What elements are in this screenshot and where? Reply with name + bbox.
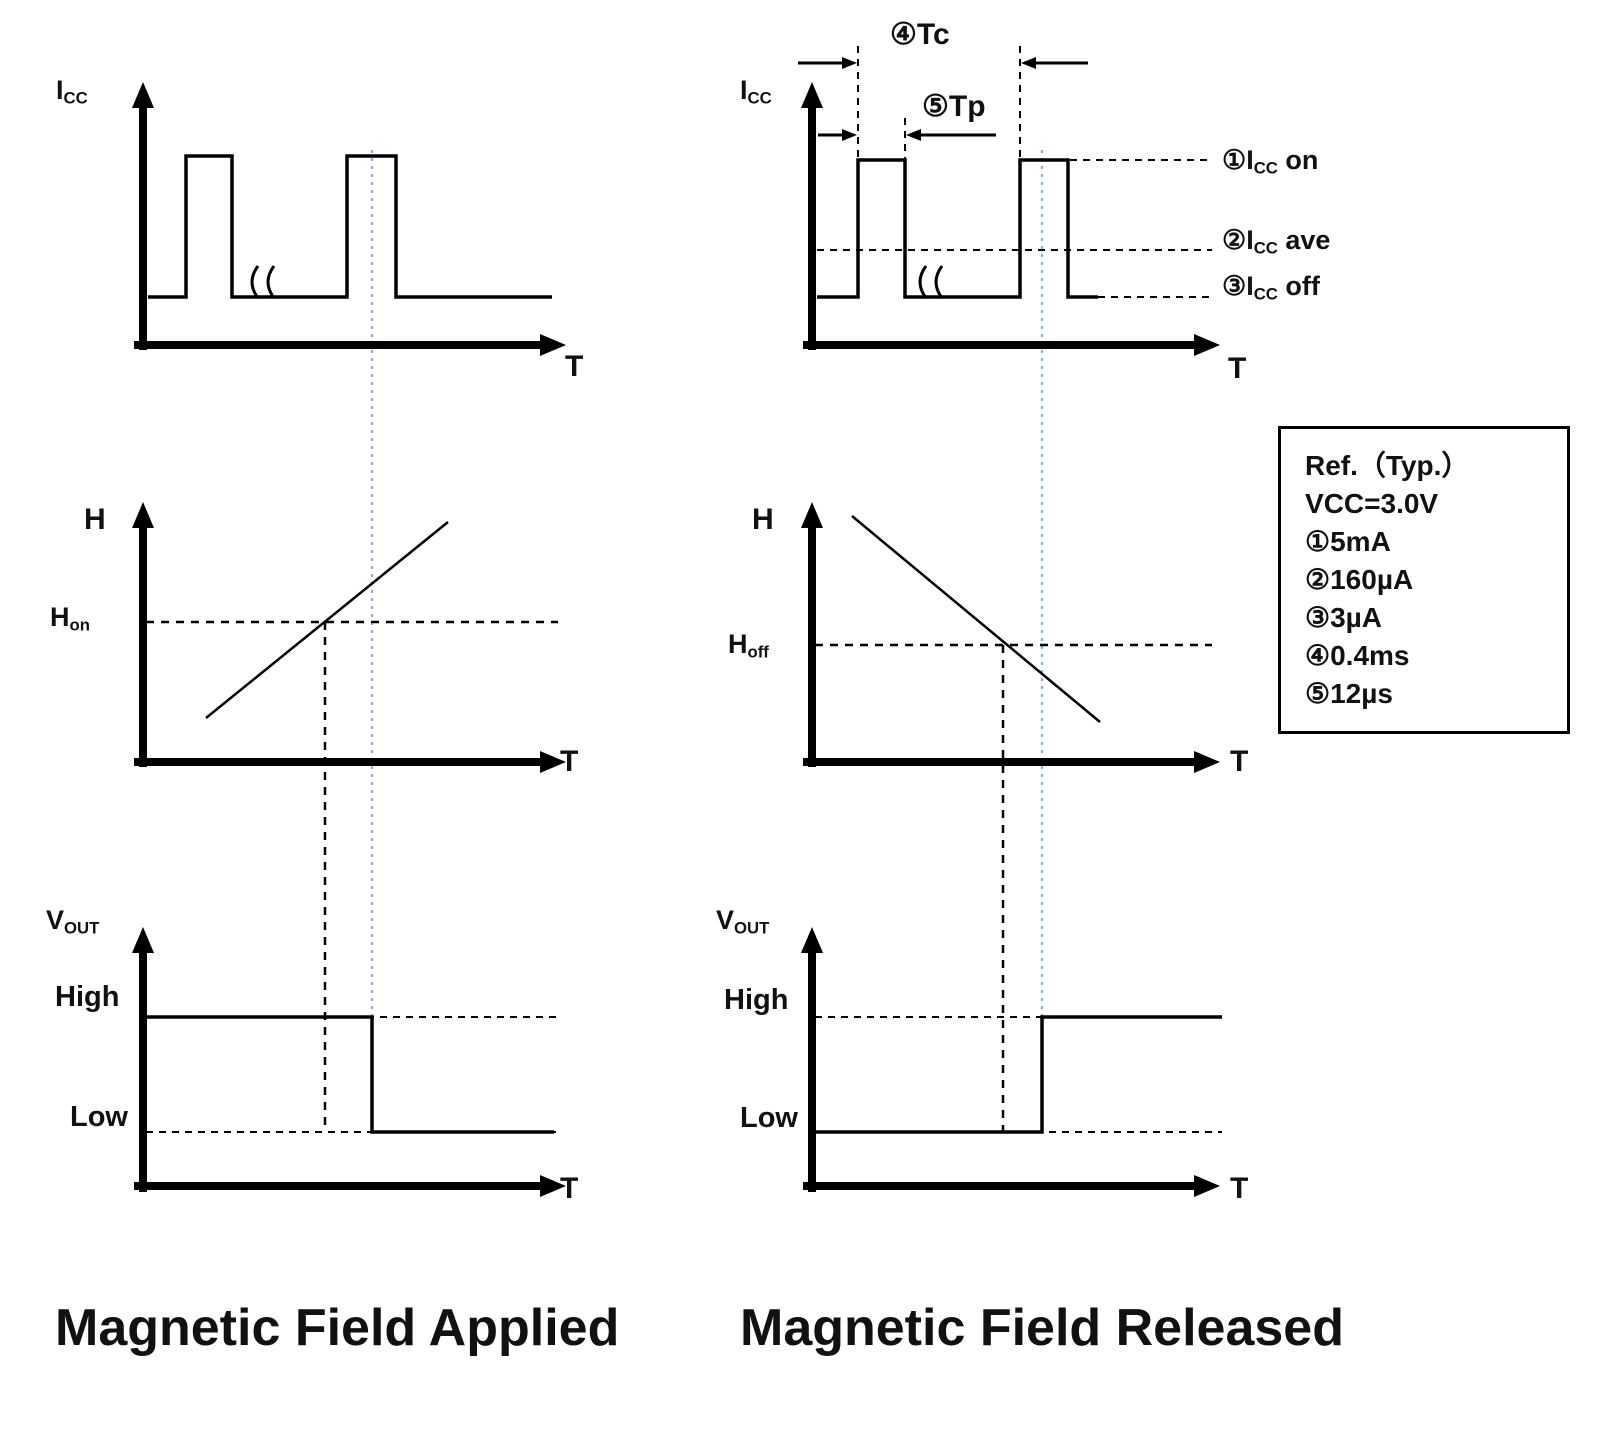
right-vout-axis-label: VOUT — [716, 905, 770, 938]
vcc-base-text: V — [1305, 488, 1324, 519]
right-icc-pulse-waveform — [817, 158, 1098, 299]
right-icc-axis-label: ICC — [740, 75, 772, 108]
ref-box-item-3: ③3µA — [1305, 602, 1383, 633]
tp-label: ⑤Tp — [922, 90, 986, 123]
right-hoff-label: Hoff — [728, 629, 769, 662]
icc-on-post-text: on — [1277, 145, 1319, 175]
vout-base-text: V — [716, 905, 735, 935]
icc-base-text: I — [56, 75, 64, 105]
right-h-axis-label: H — [752, 503, 774, 536]
left-vout-waveform — [147, 1015, 554, 1134]
right-caption: Magnetic Field Released — [740, 1299, 1344, 1357]
right-h-time-axis-label: T — [1230, 745, 1249, 778]
icc-sub-text: CC — [63, 88, 88, 108]
icc-ave-pre-text: ②I — [1222, 225, 1254, 255]
left-h-axis-label: H — [84, 503, 106, 536]
icc-off-sub-text: CC — [1253, 284, 1278, 304]
right-icc-time-axis-label: T — [1228, 352, 1247, 385]
left-high-label: High — [55, 981, 120, 1013]
icc-ave-sub-text: CC — [1253, 238, 1278, 258]
left-icc-time-axis-label: T — [565, 350, 584, 383]
icc-base-text: I — [740, 75, 748, 105]
left-break-mark-1 — [250, 265, 260, 299]
right-high-label: High — [724, 984, 789, 1016]
left-break-mark-2 — [266, 265, 276, 299]
right-vout-time-axis-label: T — [1230, 1172, 1249, 1205]
left-vout-axis-label: VOUT — [46, 905, 100, 938]
ref-box-title: Ref.（Typ.） — [1305, 450, 1470, 481]
vout-base-text: V — [46, 905, 65, 935]
icc-ave-level-label: ②ICC ave — [1222, 225, 1331, 258]
hon-base-text: H — [50, 602, 70, 632]
left-h-time-axis-label: T — [560, 745, 579, 778]
vout-sub-text: OUT — [734, 918, 770, 938]
ref-box-vcc-line: VCC=3.0V — [1305, 485, 1559, 523]
tc-label: ④Tc — [890, 18, 950, 51]
left-icc-pulse-waveform — [148, 154, 552, 299]
vout-sub-text: OUT — [64, 918, 100, 938]
left-h-ramp-line — [205, 521, 449, 719]
right-panel-graphics — [798, 46, 1222, 1197]
icc-on-level-label: ①ICC on — [1222, 145, 1319, 178]
ref-box-item-4: ④0.4ms — [1305, 640, 1410, 671]
icc-off-pre-text: ③I — [1222, 271, 1254, 301]
ref-typ-box: Ref.（Typ.） VCC=3.0V ①5mA ②160µA ③3µA ④0.… — [1278, 426, 1570, 734]
left-caption: Magnetic Field Applied — [55, 1299, 620, 1357]
hon-sub-text: on — [69, 615, 90, 635]
left-hon-label: Hon — [50, 602, 90, 635]
left-icc-axis-label: ICC — [56, 75, 88, 108]
vcc-sub-text: CC — [1323, 488, 1365, 519]
icc-on-pre-text: ①I — [1222, 145, 1254, 175]
icc-off-level-label: ③ICC off — [1222, 271, 1320, 304]
right-break-mark-2 — [934, 265, 944, 299]
left-low-label: Low — [70, 1101, 128, 1133]
right-low-label: Low — [740, 1102, 798, 1134]
icc-sub-text: CC — [747, 88, 772, 108]
left-panel-graphics — [132, 82, 566, 1197]
ref-box-item-2: ②160µA — [1305, 564, 1414, 595]
icc-on-sub-text: CC — [1253, 158, 1278, 178]
right-h-ramp-line — [851, 515, 1101, 723]
icc-ave-post-text: ave — [1277, 225, 1331, 255]
ref-box-item-1: ①5mA — [1305, 526, 1391, 557]
left-vout-time-axis-label: T — [560, 1172, 579, 1205]
hoff-base-text: H — [728, 629, 748, 659]
right-vout-waveform — [816, 1015, 1222, 1134]
right-break-mark-1 — [918, 265, 928, 299]
ref-box-item-5: ⑤12µs — [1305, 678, 1393, 709]
hoff-sub-text: off — [747, 642, 769, 662]
vcc-value-text: =3.0V — [1364, 488, 1439, 519]
icc-off-post-text: off — [1277, 271, 1320, 301]
